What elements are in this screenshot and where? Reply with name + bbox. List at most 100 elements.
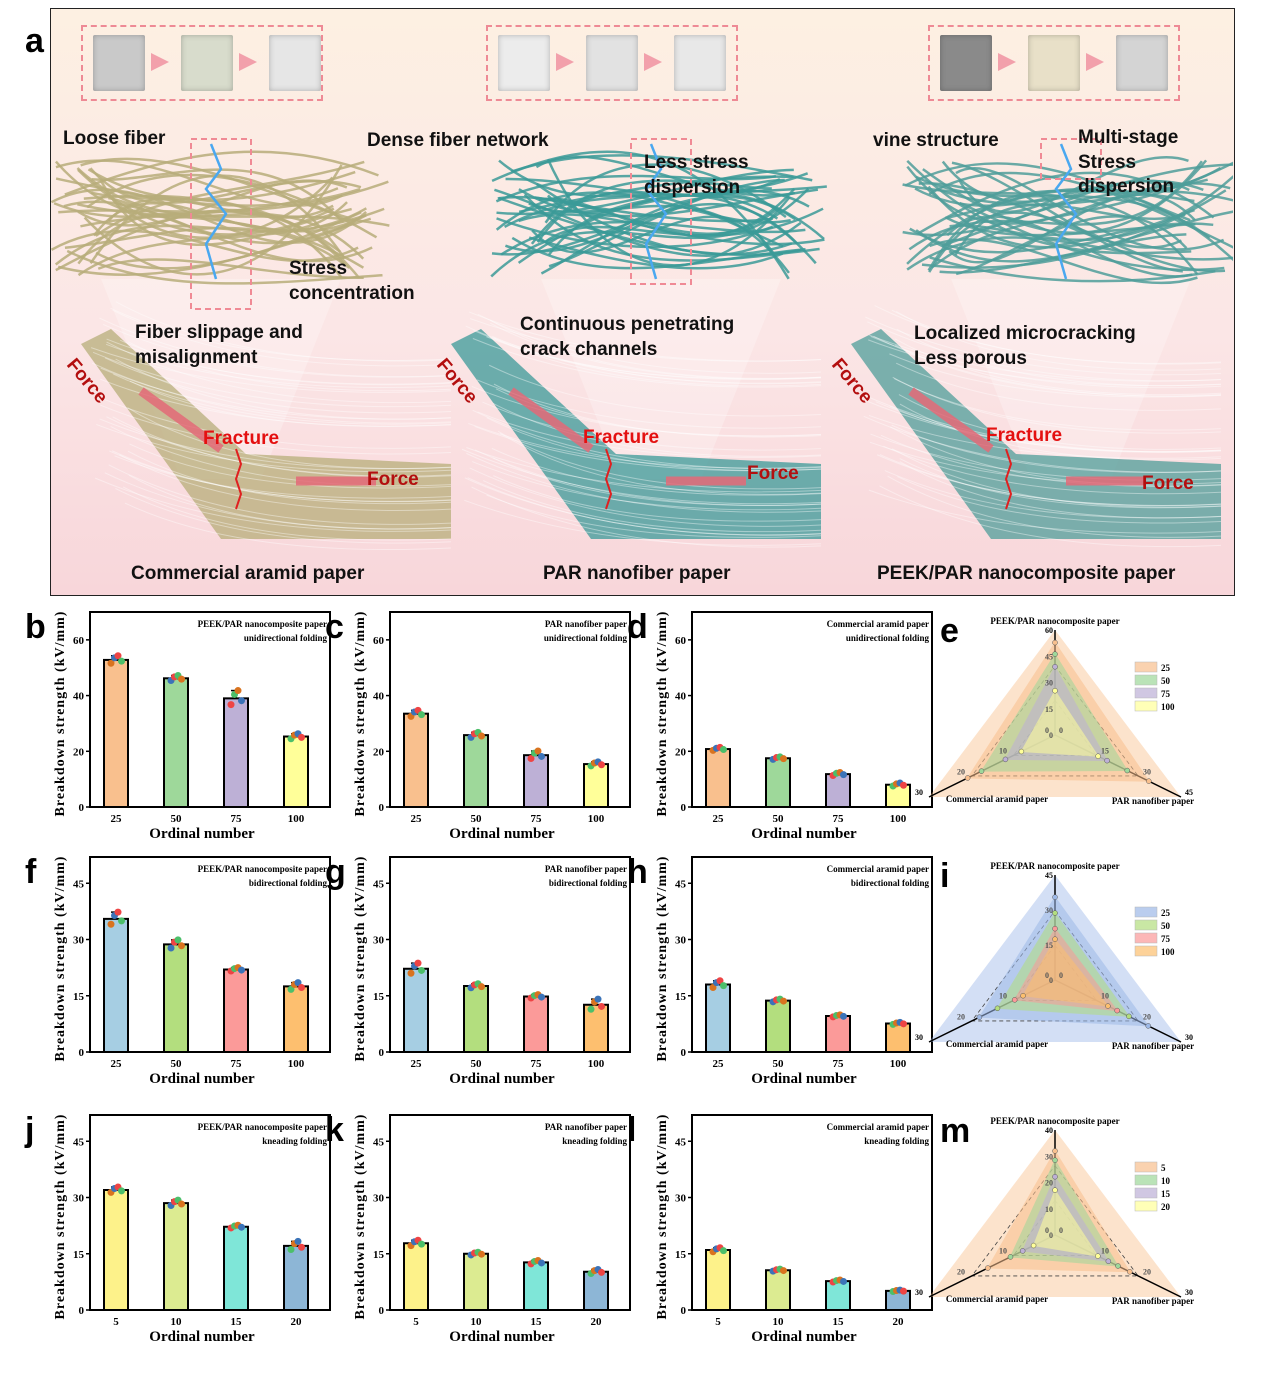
- bar: [583, 1270, 609, 1311]
- bar: [463, 1252, 489, 1311]
- radar-series-20: [1032, 1189, 1099, 1257]
- sample-photo: [93, 35, 145, 91]
- radar-axis-label: PEEK/PAR nanocomposite paper: [990, 861, 1119, 871]
- data-point: [294, 979, 302, 987]
- radar-axis-label: Commercial aramid paper: [946, 1294, 1048, 1304]
- fiber-network-3: [902, 138, 1233, 479]
- data-point: [780, 1267, 787, 1275]
- radar-tick-label: 0: [1045, 726, 1049, 735]
- label-upper-right: Less stress dispersion: [644, 152, 749, 198]
- legend-swatch: [1134, 1174, 1158, 1186]
- y-tick-label: 0: [681, 1047, 687, 1059]
- x-tick-label: 75: [231, 1058, 243, 1070]
- data-point: [840, 1012, 847, 1020]
- bar: [103, 1189, 129, 1311]
- legend-swatch: [1134, 1200, 1158, 1212]
- y-tick-label: 20: [373, 746, 385, 758]
- label-upper-left: Loose fiber: [63, 128, 166, 149]
- x-axis-label: Ordinal number: [149, 826, 255, 842]
- chart-title: PEEK/PAR nanocomposite paper: [198, 1122, 327, 1132]
- data-point: [900, 1020, 907, 1028]
- radar-point: [1030, 1242, 1037, 1249]
- radar-point: [1007, 1254, 1014, 1260]
- y-axis-label: Breakdown strength (kV/mm): [53, 856, 68, 1062]
- data-point: [900, 1287, 907, 1295]
- x-tick-label: 20: [591, 1316, 603, 1328]
- y-tick-label: 45: [73, 878, 85, 890]
- data-point: [840, 771, 847, 779]
- data-point: [534, 747, 542, 755]
- data-point: [178, 1200, 185, 1208]
- radar-point: [1020, 992, 1026, 999]
- radar-axis-label: Commercial aramid paper: [946, 1039, 1048, 1049]
- y-axis-label: Breakdown strength (kV/mm): [655, 611, 670, 817]
- chart-subtitle: unidirectional folding: [544, 633, 628, 643]
- radar-point: [1019, 1248, 1026, 1254]
- radar-tick-label: 15: [1045, 941, 1053, 950]
- folded-paper-3: [851, 305, 1222, 548]
- legend-label: 10: [1161, 1176, 1171, 1186]
- y-tick-label: 30: [675, 935, 687, 947]
- radar-point: [1018, 748, 1025, 755]
- data-point: [118, 1187, 125, 1195]
- radar-tick-label: 0: [1045, 971, 1049, 980]
- sample-photo: [674, 35, 726, 91]
- y-tick-label: 40: [73, 691, 85, 703]
- x-tick-label: 20: [291, 1316, 303, 1328]
- radar-tick-label: 0: [1059, 726, 1063, 735]
- radar-tick-label: 10: [999, 992, 1007, 1001]
- y-tick-label: 0: [681, 802, 687, 814]
- panel-letter-i: i: [940, 857, 949, 895]
- y-tick-label: 30: [675, 1193, 687, 1205]
- bar: [283, 1244, 309, 1311]
- radar-tick-label: 10: [1101, 1247, 1109, 1256]
- radar-point: [1002, 756, 1009, 763]
- radar-tick-label: 40: [1045, 1126, 1053, 1135]
- radar-axis-label: PEEK/PAR nanocomposite paper: [990, 1116, 1119, 1126]
- radar-tick-label: 20: [1143, 1267, 1151, 1276]
- radar-point: [1105, 1258, 1112, 1264]
- x-tick-label: 25: [111, 813, 123, 825]
- radar-tick-label: 30: [915, 1033, 923, 1042]
- legend-label: 50: [1161, 676, 1171, 686]
- plot-frame: [691, 611, 933, 808]
- label-upper-right: Multi-stage Stress dispersion: [1078, 127, 1179, 198]
- radar-point: [1052, 1157, 1058, 1163]
- y-tick-label: 0: [379, 1305, 385, 1317]
- legend-label: 25: [1161, 908, 1171, 918]
- panel-letter-c: c: [325, 608, 344, 646]
- paper-type-title: PEEK/PAR nanocomposite paper: [877, 563, 1176, 584]
- y-tick-label: 40: [675, 691, 687, 703]
- bar: [583, 763, 609, 809]
- bar: [705, 748, 731, 808]
- data-point: [538, 1259, 545, 1267]
- chart-title: Commercial aramid paper: [827, 1122, 929, 1132]
- y-axis-label: Breakdown strength (kV/mm): [353, 856, 368, 1062]
- x-tick-label: 15: [833, 1316, 845, 1328]
- x-tick-label: 25: [411, 813, 423, 825]
- data-point: [720, 1247, 727, 1255]
- data-point: [294, 1237, 302, 1245]
- radar-point: [1052, 664, 1058, 670]
- bar: [163, 1202, 189, 1311]
- legend-swatch: [1134, 661, 1158, 673]
- data-point: [478, 732, 485, 740]
- arrow-right-icon: [556, 53, 574, 71]
- radar-axis-label: PAR nanofiber paper: [1112, 1296, 1194, 1306]
- bar: [705, 1249, 731, 1311]
- data-point: [709, 984, 717, 991]
- x-axis-label: Ordinal number: [751, 1071, 857, 1087]
- sample-photo: [940, 35, 992, 91]
- chart-subtitle: kneading folding: [262, 1136, 327, 1146]
- legend-label: 75: [1161, 689, 1171, 699]
- data-point: [287, 985, 295, 993]
- y-tick-label: 20: [675, 746, 687, 758]
- radar-tick-label: 0: [1059, 1226, 1063, 1235]
- radar-tick-label: 20: [957, 1267, 965, 1276]
